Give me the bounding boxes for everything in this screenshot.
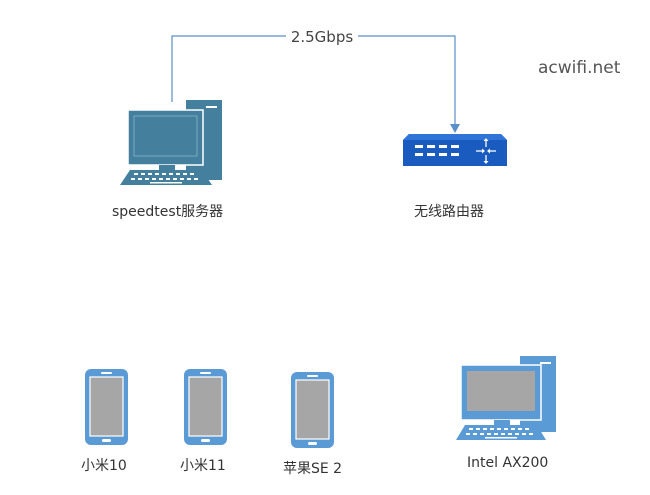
phone-xiaomi-10-icon (85, 369, 128, 445)
node-label-xiaomi-11: 小米11 (180, 458, 226, 474)
node-label-speedtest-server: speedtest服务器 (112, 204, 224, 220)
node-label-wireless-router: 无线路由器 (414, 204, 484, 220)
server-computer-icon (120, 100, 222, 185)
phone-xiaomi-11-icon (184, 369, 227, 445)
router-icon (403, 134, 507, 166)
connection-server-router: 2.5Gbps (171, 26, 460, 133)
link-speed-label: 2.5Gbps (291, 28, 354, 46)
node-label-xiaomi-10: 小米10 (81, 458, 127, 474)
phone-iphone-se2-icon (291, 372, 334, 448)
watermark: acwifi.net (538, 58, 621, 78)
node-label-intel-ax200: Intel AX200 (467, 455, 549, 471)
client-computer-icon (456, 356, 556, 440)
node-label-iphone-se2: 苹果SE 2 (283, 461, 343, 477)
